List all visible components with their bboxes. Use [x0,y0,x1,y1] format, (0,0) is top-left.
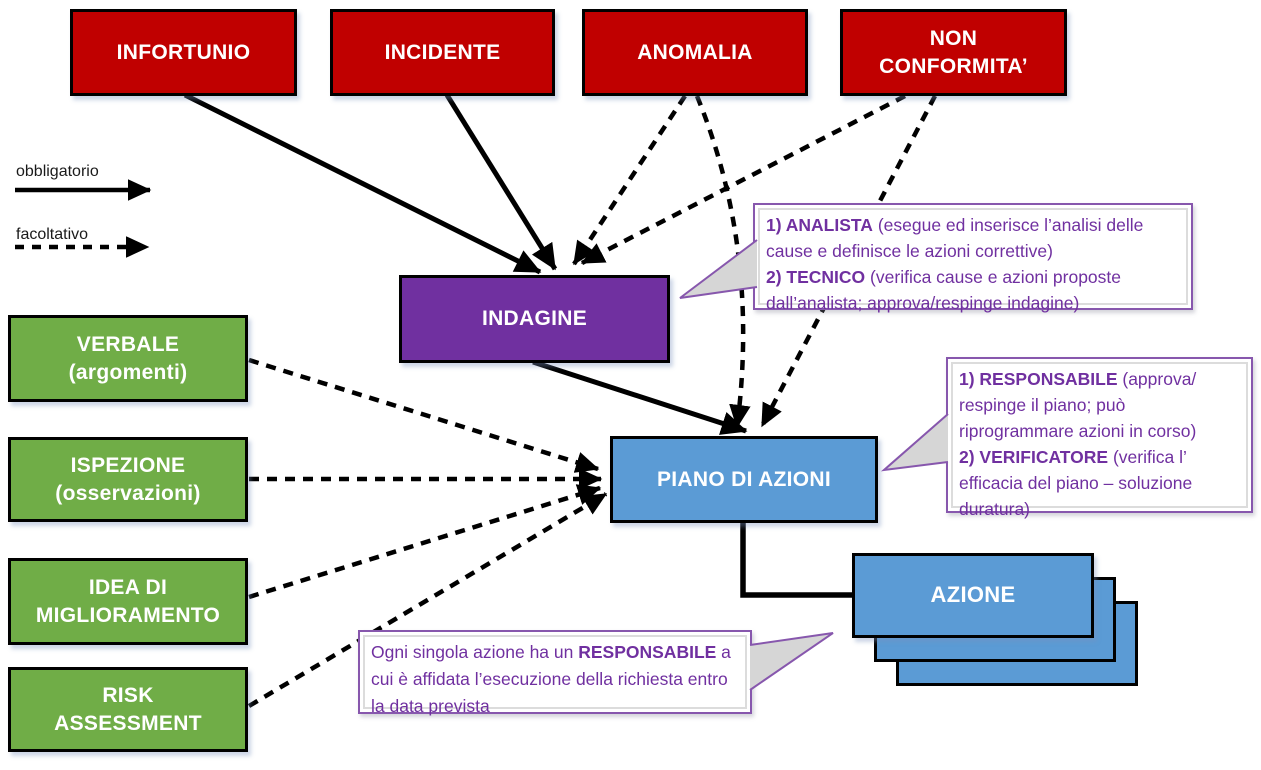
node-anomalia-label: ANOMALIA [637,40,753,64]
edge-anomalia-indagine [572,94,687,266]
node-indagine-label: INDAGINE [481,307,588,331]
node-incidente: INCIDENTE [330,9,555,96]
callout-analista-bold: 1) ANALISTA [766,215,873,235]
node-idea-label-line2: MIGLIORAMENTO [35,603,221,627]
node-verbale: VERBALE (argomenti) [8,315,248,402]
edge-indagine-piano [532,359,748,435]
node-azione: AZIONE [852,553,1094,638]
callout-verificatore-text: (verifica l’ efficacia del piano – soluz… [959,447,1193,519]
edge-risk-piano [247,492,608,708]
node-anomalia: ANOMALIA [582,9,808,96]
edge-incidente-indagine [444,93,558,271]
callout-tecnico-text: (verifica cause e azioni proposte dall’a… [766,267,1122,313]
edge-anomalia-piano [694,95,751,429]
node-non-conformita-label-line1: NON [929,27,978,51]
callout-responsabile-bold: 1) RESPONSABILE [959,369,1118,389]
edge-nonconformita-indagine [580,94,907,265]
node-ispezione: ISPEZIONE (osservazioni) [8,437,248,522]
callout-azione-note-pre: Ogni singola azione ha un [371,642,579,662]
node-idea-di-miglioramento: IDEA DI MIGLIORAMENTO [8,558,248,645]
node-risk-label-line2: ASSESSMENT [54,711,202,735]
node-ispezione-label-line1: ISPEZIONE [70,454,186,478]
callout-piano-roles-item1: 1) RESPONSABILE (approva/ respinge il pi… [959,366,1242,444]
edge-verbale-piano [248,357,600,473]
callout-indagine-roles-item1: 1) ANALISTA (esegue ed inserisce l’anali… [766,212,1182,264]
node-infortunio-label: INFORTUNIO [116,40,251,64]
callout-verificatore-bold: 2) VERIFICATORE [959,447,1109,467]
callout-tecnico-bold: 2) TECNICO [766,267,866,287]
node-piano-di-azioni: PIANO DI AZIONI [610,436,878,523]
node-risk-label-line1: RISK [102,684,154,708]
node-idea-label-line1: IDEA DI [88,576,168,600]
node-piano-label: PIANO DI AZIONI [656,467,832,491]
callout-azione-note-text: Ogni singola azione ha un RESPONSABILE a… [371,639,741,720]
edge-infortunio-indagine [183,92,542,275]
callout-indagine-roles: 1) ANALISTA (esegue ed inserisce l’anali… [753,203,1193,313]
node-verbale-label-line1: VERBALE [76,333,180,357]
edge-piano-azione [740,522,852,598]
callout-piano-roles: 1) RESPONSABILE (approva/ respinge il pi… [946,357,1253,519]
legend-label-facoltativo: facoltativo [16,226,89,243]
callout-piano-roles-item2: 2) VERIFICATORE (verifica l’ efficacia d… [959,444,1242,522]
node-azione-label: AZIONE [930,582,1016,608]
callout-azione-note-bold: RESPONSABILE [578,642,717,662]
edge-idea-piano [248,484,602,600]
callout-azione-note-post: a cui è affidata l’esecuzione della rich… [371,642,731,716]
node-infortunio: INFORTUNIO [70,9,297,96]
node-non-conformita-label-line2: CONFORMITA’ [879,54,1028,78]
node-risk-assessment: RISK ASSESSMENT [8,667,248,752]
node-verbale-label-line2: (argomenti) [68,360,188,384]
callout-indagine-roles-item2: 2) TECNICO (verifica cause e azioni prop… [766,264,1182,316]
callout-responsabile-text: (approva/ respinge il piano; può riprogr… [959,369,1197,441]
callout-azione-note: Ogni singola azione ha un RESPONSABILE a… [358,630,752,716]
node-indagine: INDAGINE [399,275,670,363]
node-ispezione-label-line2: (osservazioni) [55,481,201,505]
legend-label-obbligatorio: obbligatorio [16,163,99,180]
node-non-conformita: NON CONFORMITA’ [840,9,1067,96]
node-incidente-label: INCIDENTE [384,40,501,64]
callout-analista-text: (esegue ed inserisce l’analisi delle cau… [766,215,1144,261]
